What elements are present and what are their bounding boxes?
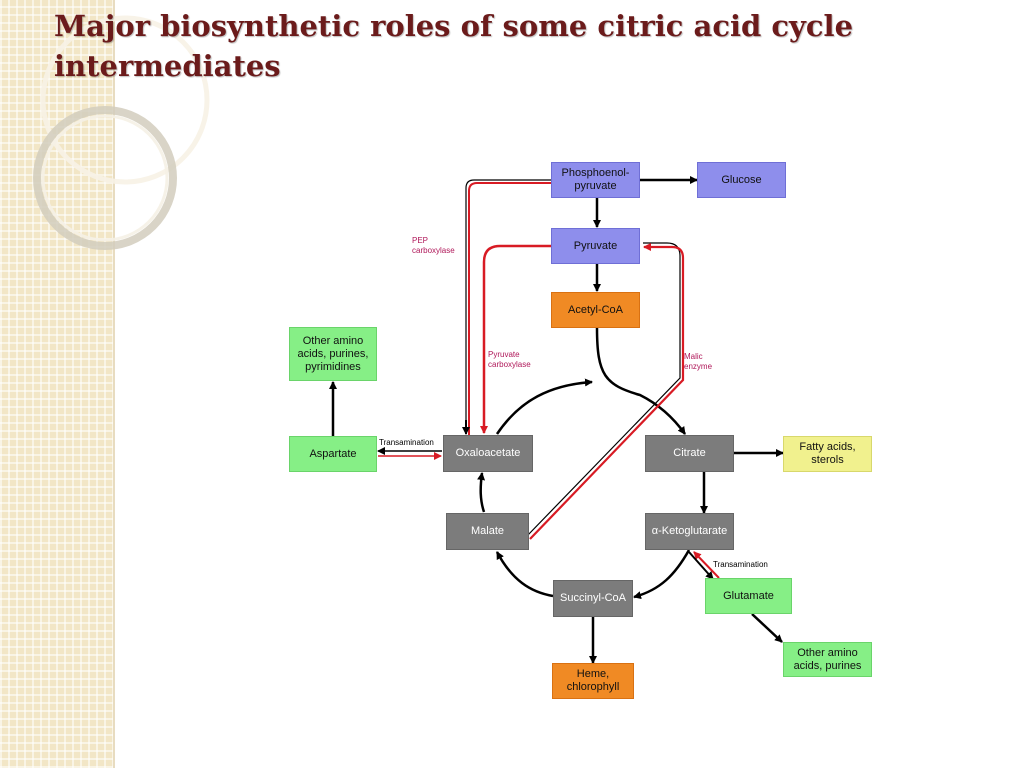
- path-pyruvate-carboxylase: [480, 244, 551, 434]
- node-malate: Malate: [446, 513, 529, 550]
- node-glutamate: Glutamate: [705, 578, 792, 614]
- arrow-ketoglutarate-to-glutamate: [688, 551, 714, 580]
- node-succinyl-coa: Succinyl-CoA: [553, 580, 633, 617]
- node-other-amino-acids-top: Other amino acids, purines, pyrimidines: [289, 327, 377, 381]
- node-fatty-acids: Fatty acids, sterols: [783, 436, 872, 472]
- arrow-acetylcoa-to-citrate: [595, 327, 687, 435]
- arrow-glutamate-to-ketoglutarate: [693, 551, 720, 579]
- arrow-ketoglutarate-to-succinylcoa: [633, 549, 691, 600]
- node-other-amino-acids-bottom: Other amino acids, purines: [783, 642, 872, 677]
- arrow-succinylcoa-to-malate: [495, 551, 554, 598]
- label-malic-enzyme: Malic enzyme: [684, 352, 713, 371]
- node-alpha-ketoglutarate: α-Ketoglutarate: [645, 513, 734, 550]
- node-aspartate: Aspartate: [289, 436, 377, 472]
- label-transamination-left: Transamination: [379, 438, 434, 447]
- node-citrate: Citrate: [645, 435, 734, 472]
- node-heme-chlorophyll: Heme, chlorophyll: [552, 663, 634, 699]
- label-transamination-right: Transamination: [713, 560, 768, 569]
- label-pyruvate-carboxylase: Pyruvate carboxylase: [488, 350, 531, 369]
- node-glucose: Glucose: [697, 162, 786, 198]
- node-oxaloacetate: Oxaloacetate: [443, 435, 533, 472]
- arrow-oxaloacetate-cycle: [495, 378, 593, 435]
- arrow-glutamate-to-other-amino: [751, 613, 783, 643]
- path-pep-carboxylase: [465, 179, 551, 434]
- node-pyruvate: Pyruvate: [551, 228, 640, 264]
- slide-title: Major biosynthetic roles of some citric …: [54, 9, 854, 83]
- node-acetyl-coa: Acetyl-CoA: [551, 292, 640, 328]
- node-phosphoenolpyruvate: Phosphoenol- pyruvate: [551, 162, 640, 198]
- sidebar-divider: [113, 0, 115, 768]
- label-pep-carboxylase: PEP carboxylase: [412, 236, 455, 255]
- arrow-malate-to-oxaloacetate: [477, 472, 486, 513]
